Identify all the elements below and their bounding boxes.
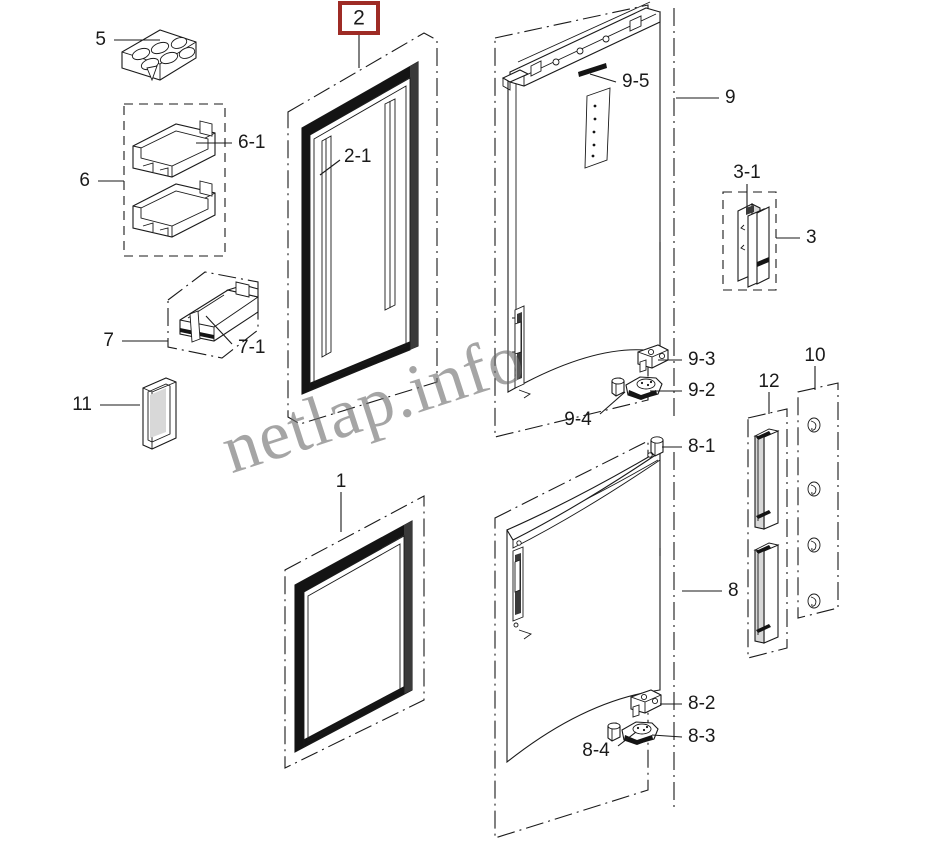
part-freezer-door-gasket (284, 495, 425, 769)
callout-8-2: 8-2 (660, 693, 715, 714)
callout-3: 3 (776, 227, 817, 248)
callout-11: 11 (72, 394, 140, 415)
leader-line (651, 734, 683, 738)
part-door-bin-set (123, 103, 226, 257)
leader-line (319, 159, 341, 176)
callout-9-4: 9-4 (564, 391, 626, 430)
part-ice-cube-tray (121, 29, 197, 82)
part-freezer-door-bushing (607, 722, 621, 742)
callout-label: 5 (95, 29, 106, 50)
callout-1: 1 (336, 471, 347, 532)
callout-8-4: 8-4 (582, 731, 637, 761)
callout-label: 6 (79, 170, 90, 191)
callout-8-1: 8-1 (662, 436, 715, 457)
part-door-shelf-assembly (167, 271, 259, 359)
part-freezer-door-panel (494, 440, 675, 839)
callout-9: 9 (676, 87, 736, 108)
callout-7: 7 (103, 330, 168, 351)
part-freezer-door-lower-bracket (630, 689, 662, 718)
callout-7-1: 7-1 (205, 315, 265, 358)
part-door-handle-set (747, 408, 788, 659)
leader-line (205, 315, 233, 345)
screw-1 (807, 417, 821, 433)
callout-label: 9-2 (688, 380, 715, 401)
callout-6-1: 6-1 (196, 132, 265, 153)
callout-label: 6-1 (238, 132, 265, 153)
callout-label: 9-3 (688, 349, 715, 370)
callout-8-3: 8-3 (651, 726, 715, 747)
callout-label: 9-5 (622, 71, 649, 92)
callout-label: 7 (103, 330, 114, 351)
door-handle-upper (753, 428, 780, 530)
callout-label: 12 (758, 371, 779, 392)
part-refrigerator-door-gasket (287, 32, 438, 425)
part-refrigerator-door-panel (494, 1, 675, 438)
callout-layer: 5 6 6-1 7 7-1 11 2-1 1 9-5 9 3-1 3 9-3 9-2 9-4 8-1 12 10 8… (72, 29, 825, 761)
screw-2 (807, 481, 821, 497)
badge-box (338, 1, 380, 35)
screw-3 (807, 537, 821, 553)
callout-8: 8 (682, 580, 739, 601)
callout-label: 2-1 (344, 146, 371, 167)
door-bin-lower (132, 180, 216, 238)
callout-label: 1 (336, 471, 347, 492)
callout-label: 11 (72, 394, 92, 415)
callout-6: 6 (79, 170, 124, 191)
callout-label: 9 (725, 87, 736, 108)
leader-line (617, 731, 637, 747)
part-handle-screw-set (797, 382, 839, 619)
part-refrigerator-door-hinge-cam (625, 376, 663, 400)
leader-line (589, 73, 617, 83)
callout-label: 7-1 (238, 337, 265, 358)
callout-label: 8-1 (688, 436, 715, 457)
callout-label: 8-3 (688, 726, 715, 747)
leader-line (599, 391, 626, 415)
callout-12: 12 (758, 371, 780, 414)
callout-10: 10 (804, 345, 826, 390)
callout-label: 8 (728, 580, 739, 601)
screw-4 (807, 593, 821, 609)
part-freezer-door-hinge-cam (621, 721, 659, 745)
callout-9-5: 9-5 (589, 71, 649, 92)
part-small-trim-frame (142, 377, 177, 450)
callout-2-1: 2-1 (319, 146, 371, 176)
callout-label: 10 (804, 345, 825, 366)
part-dispenser-display-module (722, 191, 777, 291)
callout-5: 5 (95, 29, 160, 50)
callout-label: 8-2 (688, 693, 715, 714)
part-freezer-door-top-cap (650, 436, 664, 457)
callout-label: 8-4 (582, 740, 610, 761)
callout-9-3: 9-3 (658, 349, 715, 370)
callout-label: 9-4 (564, 409, 592, 430)
callout-9-2: 9-2 (650, 380, 715, 401)
callout-label: 3-1 (733, 162, 760, 183)
callout-3-1: 3-1 (733, 162, 761, 208)
badge-label: 2 (353, 7, 365, 30)
part-refrigerator-door-bushing (611, 377, 625, 397)
callout-label: 3 (806, 227, 817, 248)
door-handle-lower (753, 542, 780, 644)
highlight-badge[interactable]: 2 (338, 1, 380, 68)
door-bin-upper (132, 120, 216, 178)
